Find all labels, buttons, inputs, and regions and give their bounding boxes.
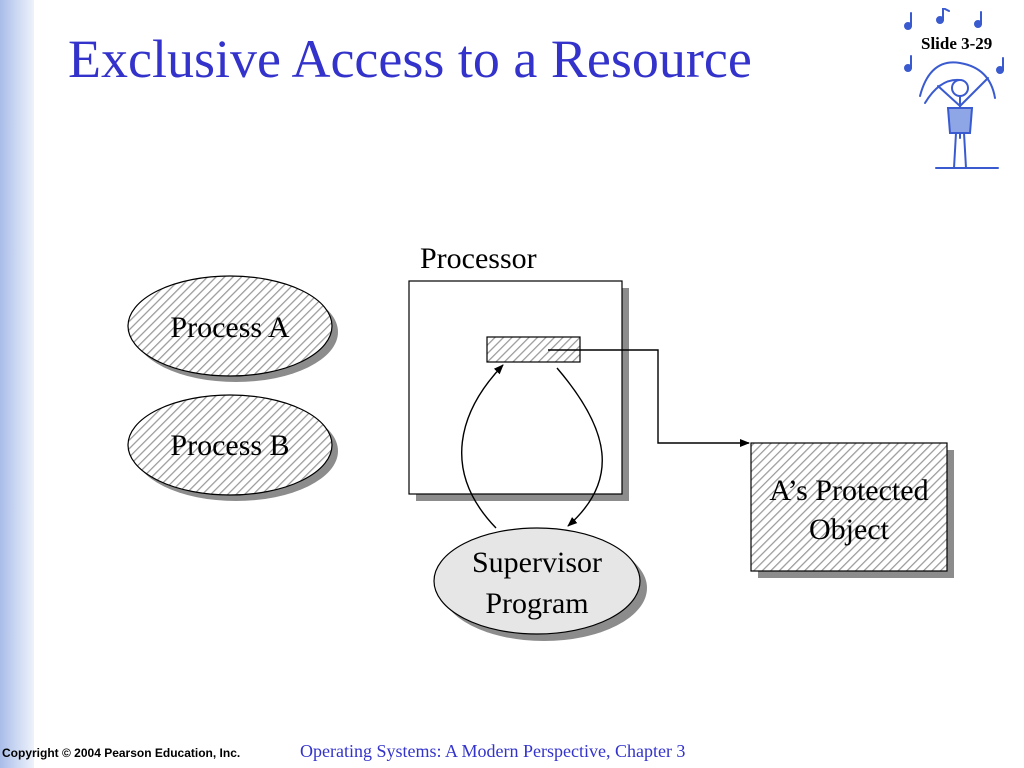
process-b-ellipse bbox=[127, 394, 338, 501]
protected-object-box bbox=[750, 442, 954, 578]
supervisor-label-line1: Supervisor bbox=[472, 546, 602, 579]
supervisor-program-ellipse bbox=[433, 527, 647, 641]
music-figure-logo-icon bbox=[904, 8, 1004, 169]
slide-title: Exclusive Access to a Resource bbox=[68, 29, 752, 89]
slot-to-object-arrow bbox=[548, 349, 750, 447]
course-footer: Operating Systems: A Modern Perspective,… bbox=[300, 741, 686, 761]
processor-label: Processor bbox=[420, 242, 537, 275]
slot-to-supervisor-arrow bbox=[556, 367, 603, 527]
copyright-text: Copyright © 2004 Pearson Education, Inc. bbox=[2, 746, 241, 760]
protected-object-label-line2: Object bbox=[809, 513, 890, 546]
process-a-label: Process A bbox=[170, 311, 290, 344]
supervisor-to-slot-arrow bbox=[461, 364, 504, 529]
protected-object-label-line1: A’s Protected bbox=[769, 474, 928, 507]
process-b-label: Process B bbox=[170, 429, 289, 462]
supervisor-label-line2: Program bbox=[485, 587, 588, 620]
process-a-ellipse bbox=[127, 275, 338, 382]
left-accent-bar bbox=[0, 0, 34, 768]
processor-box bbox=[408, 280, 629, 501]
slide-number: Slide 3-29 bbox=[921, 34, 993, 53]
